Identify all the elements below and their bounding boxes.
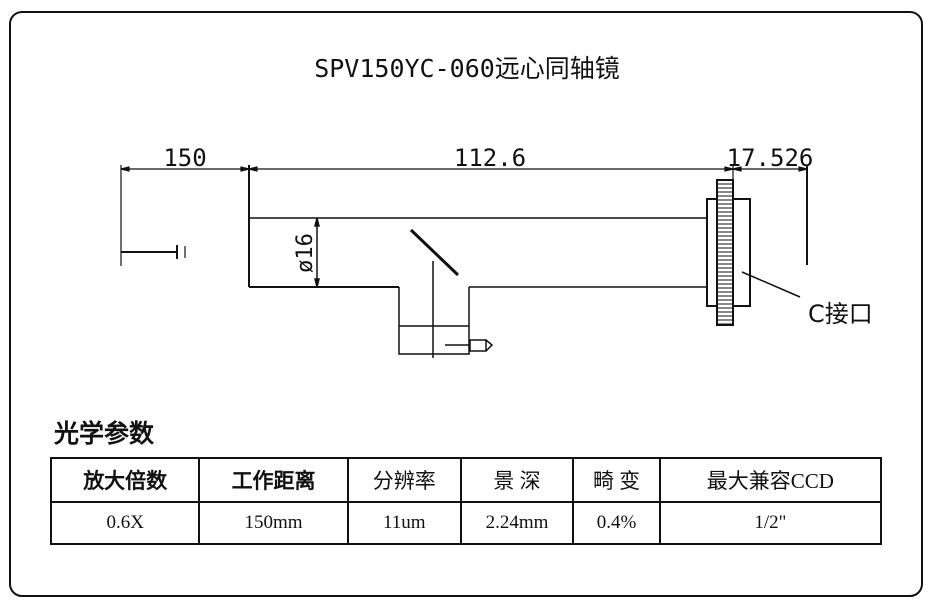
dim-working-distance: 150 — [163, 144, 206, 172]
c-mount-label: C接口 — [808, 300, 873, 328]
header-max-ccd: 最大兼容CCD — [658, 457, 883, 503]
dim-flange: 17.526 — [727, 144, 814, 172]
header-resolution: 分辨率 — [346, 457, 462, 503]
c-mount-flange — [706, 179, 801, 326]
header-depth-of-field: 景 深 — [459, 457, 575, 503]
header-magnification: 放大倍数 — [49, 457, 201, 503]
value-depth-of-field: 2.24mm — [459, 501, 575, 545]
drawing-border — [9, 11, 923, 597]
table-row: 0.6X 150mm 11um 2.24mm 0.4% 1/2" — [49, 501, 883, 545]
value-resolution: 11um — [346, 501, 462, 545]
optical-params-table: 放大倍数 工作距离 分辨率 景 深 畸 变 最大兼容CCD 0.6X 150mm… — [49, 457, 883, 545]
dimension-lines — [120, 165, 808, 266]
lens-body — [248, 217, 707, 358]
value-distortion: 0.4% — [572, 501, 661, 545]
header-distortion: 畸 变 — [572, 457, 661, 503]
drawing-title: SPV150YC-060远心同轴镜 — [314, 54, 620, 83]
table-header-row: 放大倍数 工作距离 分辨率 景 深 畸 变 最大兼容CCD — [49, 457, 883, 503]
header-working-distance: 工作距离 — [198, 457, 349, 503]
section-heading: 光学参数 — [54, 419, 155, 448]
value-working-distance: 150mm — [198, 501, 349, 545]
value-max-ccd: 1/2" — [658, 501, 883, 545]
dim-diameter: ø16 — [293, 233, 318, 273]
value-magnification: 0.6X — [49, 501, 201, 545]
dim-length: 112.6 — [454, 144, 526, 172]
